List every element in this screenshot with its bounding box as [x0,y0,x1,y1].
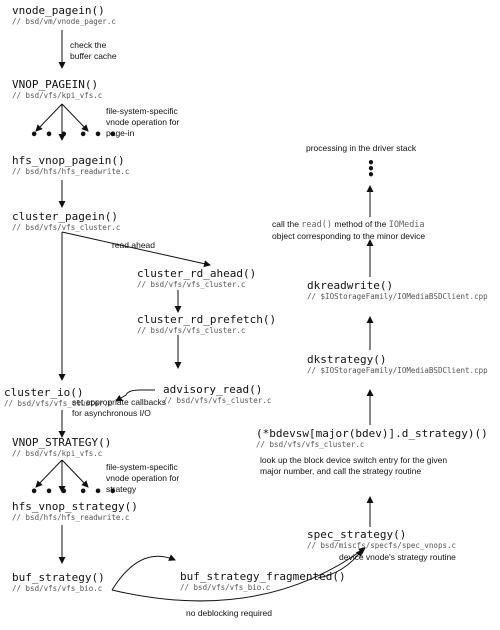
note-fs-specific-pagein: file-system-specific vnode operation for… [106,106,179,139]
dot: • [367,162,375,176]
note-line: major number, and call the strategy rout… [260,466,422,476]
note-text: method of the [332,219,389,229]
note-code: read() [301,220,333,230]
function-name: cluster_pagein() [12,210,118,223]
source-path: // bsd/vfs/kpi_vfs.c [12,91,103,100]
node-dkstrategy: dkstrategy() // $IOStorageFamily/IOMedia… [307,353,488,376]
note-line: look up the block device switch entry fo… [260,455,448,465]
arrow-vnop-to-others-left [35,103,63,132]
arrow-buf-to-spec-strategy [111,547,366,602]
node-vnop-pagein: VNOP_PAGEIN() // bsd/vfs/kpi_vfs.c [12,78,102,101]
source-path: // bsd/hfs/hfs_readwrite.c [12,513,130,522]
arrow-read-ahead [61,231,211,268]
node-hfs-vnop-strategy: hfs_vnop_strategy() // bsd/hfs/hfs_readw… [12,500,138,523]
ellipsis-driver-stack: • • • [366,156,376,182]
arrow-advisory-to-cluster-io [115,389,155,402]
note-line: set appropriate callbacks [72,397,167,407]
note-line: file-system-specific [106,106,178,116]
function-name: VNOP_PAGEIN() [12,78,99,91]
note-line: buffer cache [70,51,117,61]
function-name: (*bdevsw[major(bdev)].d_strategy)() [256,427,488,440]
node-dkreadwrite: dkreadwrite() // $IOStorageFamily/IOMedi… [307,279,488,302]
ellipsis-other-filesystems-left: • • • [30,128,69,143]
function-name: vnode_pagein() [12,4,105,17]
dot: • [367,156,375,170]
arrow-strategy-to-others-left [35,459,63,488]
source-path: // bsd/vfs/vfs_cluster.c [256,440,365,449]
node-cluster-pagein: cluster_pagein() // bsd/vfs/vfs_cluster.… [12,210,120,233]
source-path: // bsd/vfs/vfs_cluster.c [4,399,113,408]
source-path: // bsd/vfs/vfs_cluster.c [137,326,246,335]
note-line: call the read() method of the IOMedia [272,219,425,231]
node-advisory-read: advisory_read() // bsd/vfs/vfs_cluster.c [163,383,271,406]
note-code: IOMedia [388,220,425,230]
dot: • [367,168,375,182]
arrow-vnop-to-others-right [61,103,89,132]
node-vnode-pagein: vnode_pagein() // bsd/vm/vnode_pager.c [12,4,116,27]
function-name: buf_strategy_fragmented() [180,570,346,583]
arrow-strategy-to-others-right [61,459,89,488]
function-name: cluster_rd_ahead() [137,267,257,280]
source-path: // bsd/vfs/vfs_cluster.c [137,280,246,289]
source-path: // bsd/hfs/hfs_readwrite.c [12,167,130,176]
note-line: strategy [106,484,137,494]
node-vnop-strategy: VNOP_STRATEGY() // bsd/vfs/kpi_vfs.c [12,436,111,459]
note-driver-stack: processing in the driver stack [306,143,417,153]
note-line: page-in [106,128,135,138]
node-bdevsw-strategy: (*bdevsw[major(bdev)].d_strategy)() // b… [256,427,488,450]
note-line: file-system-specific [106,462,178,472]
ellipsis-other-strategies-left: • • • [30,485,69,500]
node-cluster-io: cluster_io() // bsd/vfs/vfs_cluster.c [4,386,112,409]
note-check-buffer-cache: check the buffer cache [70,40,117,62]
source-path: // bsd/vfs/kpi_vfs.c [12,449,103,458]
function-name: dkstrategy() [307,353,387,366]
node-cluster-rd-prefetch: cluster_rd_prefetch() // bsd/vfs/vfs_clu… [137,313,276,336]
function-name: cluster_io() [4,386,84,399]
function-name: dkreadwrite() [307,279,394,292]
note-line: vnode operation for [106,473,180,483]
function-name: advisory_read() [163,383,263,396]
note-async-callbacks: set appropriate callbacks for asynchrono… [72,397,166,419]
node-cluster-rd-ahead: cluster_rd_ahead() // bsd/vfs/vfs_cluste… [137,267,256,290]
note-fs-specific-strategy: file-system-specific vnode operation for… [106,462,179,495]
node-spec-strategy: spec_strategy() // bsd/miscfs/specfs/spe… [307,528,456,551]
ellipsis-other-strategies-right: • • • [79,485,118,500]
node-buf-strategy-fragmented: buf_strategy_fragmented() // bsd/vfs/vfs… [180,570,346,593]
source-path: // bsd/vfs/vfs_bio.c [12,584,103,593]
note-lookup-block-device: look up the block device switch entry fo… [260,455,447,477]
note-text: call the [272,219,302,229]
ellipsis-other-filesystems-right: • • • [79,128,118,143]
note-no-deblocking: no deblocking required [186,608,273,618]
note-call-read-method: call the read() method of the IOMedia ob… [272,219,425,242]
note-line: object corresponding to the minor device [272,231,426,241]
arrow-buf-to-fragmented [111,554,176,591]
note-device-vnode-strategy: device vnode's strategy routine [339,552,456,562]
function-name: hfs_vnop_strategy() [12,500,138,513]
function-name: spec_strategy() [307,528,407,541]
source-path: // $IOStorageFamily/IOMediaBSDClient.cpp [307,292,488,301]
function-name: buf_strategy() [12,571,105,584]
source-path: // bsd/vfs/vfs_cluster.c [163,396,272,405]
function-name: VNOP_STRATEGY() [12,436,112,449]
node-buf-strategy: buf_strategy() // bsd/vfs/vfs_bio.c [12,571,105,594]
source-path: // bsd/vfs/vfs_bio.c [180,583,271,592]
function-name: hfs_vnop_pagein() [12,154,125,167]
node-hfs-vnop-pagein: hfs_vnop_pagein() // bsd/hfs/hfs_readwri… [12,154,129,177]
source-path: // bsd/miscfs/specfs/spec_vnops.c [307,541,457,550]
note-line: check the [70,40,107,50]
arrow-fragmented-to-spec-strategy [317,549,363,579]
source-path: // $IOStorageFamily/IOMediaBSDClient.cpp [307,366,488,375]
note-line: for asynchronous I/O [72,408,151,418]
note-line: vnode operation for [106,117,180,127]
source-path: // bsd/vm/vnode_pager.c [12,17,116,26]
note-read-ahead: read ahead [112,240,156,250]
function-name: cluster_rd_prefetch() [137,313,277,326]
source-path: // bsd/vfs/vfs_cluster.c [12,223,121,232]
